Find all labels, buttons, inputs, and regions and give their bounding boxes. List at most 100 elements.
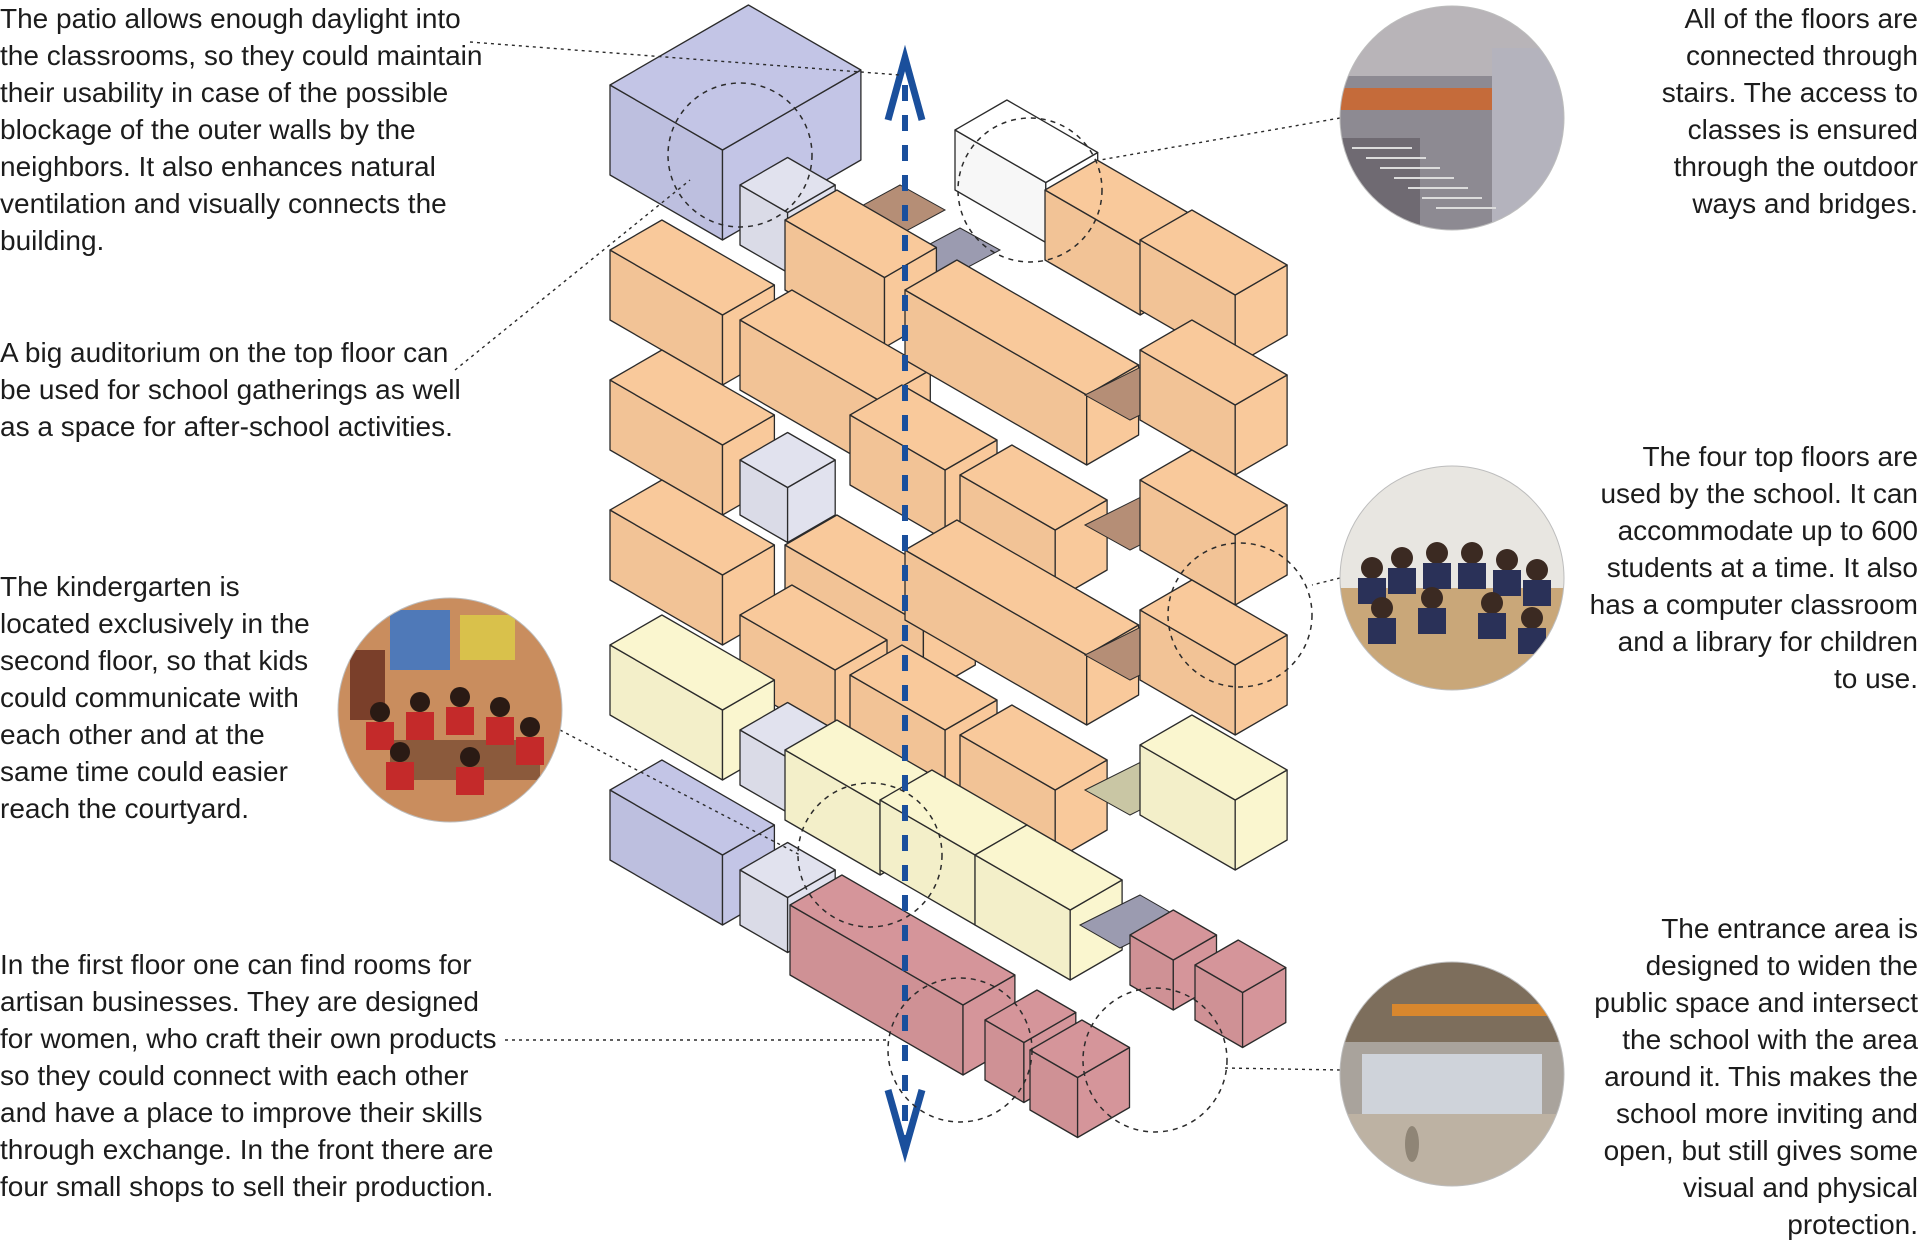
kinder-photo-child-head — [390, 742, 410, 762]
classroom-photo-uniform — [1518, 628, 1546, 654]
f3-class-6-top-face — [849, 644, 998, 731]
top-white-block-top-face — [954, 99, 1099, 184]
kinder-photo-child-head — [370, 702, 390, 722]
kinder-photo-child-head — [410, 692, 430, 712]
f4-class-4 — [1139, 449, 1288, 606]
classroom-photo-uniform — [1388, 568, 1416, 594]
f1-shop-2 — [1029, 1019, 1131, 1139]
classroom-photo-student — [1521, 607, 1543, 629]
classroom-photo-student — [1481, 592, 1503, 614]
building-blocks — [609, 4, 1288, 1139]
f5-class-3-top-face — [904, 259, 1140, 396]
entrance-photo-rim — [1339, 961, 1565, 1187]
kinder-photo-child-body — [486, 717, 514, 745]
stairs-highlight-circle — [957, 117, 1103, 263]
f3-class-4-top-face — [739, 584, 888, 671]
classroom-photo-rim — [1339, 465, 1565, 691]
classroom-photo-student — [1421, 587, 1443, 609]
entrance-photo-floor — [1340, 1114, 1564, 1186]
f1-shop-4-top-face — [1194, 939, 1287, 994]
leader-stairs — [1099, 117, 1341, 161]
note-school-floors: The four top floors are used by the scho… — [1589, 441, 1918, 694]
classroom-highlight-circle — [1167, 542, 1313, 688]
kindergarten-photo — [338, 598, 562, 822]
f2-kinder-4-top-face — [974, 824, 1123, 911]
f4-class-3-top-face — [959, 444, 1108, 531]
f2-kinder-5-top-face — [1139, 714, 1288, 801]
leader-auditorium — [454, 179, 691, 371]
classroom-photo-student — [1391, 547, 1413, 569]
classroom-photo-student — [1426, 542, 1448, 564]
f4-class-1-top-face — [609, 349, 776, 446]
entrance-highlight-circle — [1082, 987, 1228, 1133]
f5-class-4 — [1139, 319, 1288, 476]
f4-class-2-top-face — [849, 384, 998, 471]
f3-class-1 — [609, 479, 776, 646]
stairs-photo-rim — [1339, 5, 1565, 231]
classroom-photo — [1340, 466, 1564, 690]
auditorium-block-top-face — [609, 4, 862, 151]
entrance-photo-person — [1405, 1126, 1419, 1162]
classroom-photo-uniform — [1418, 608, 1446, 634]
classroom-photo-student — [1361, 557, 1383, 579]
classroom-photo-student — [1496, 549, 1518, 571]
f3-class-1-top-face — [609, 479, 776, 576]
leader-classroom — [1311, 577, 1341, 586]
f1-shop-2-top-face — [1029, 1019, 1131, 1079]
kinder-photo-child-body — [366, 722, 394, 750]
f1-block-1-top-face — [609, 759, 776, 856]
patio-highlight-circle — [667, 82, 813, 228]
f2-kinder-5 — [1139, 714, 1288, 871]
classroom-photo-uniform — [1368, 618, 1396, 644]
entrance-photo-balcony — [1392, 1004, 1564, 1016]
entrance-photo — [1340, 962, 1564, 1186]
f1-stair-top-face — [739, 841, 836, 899]
f2-kinder-4 — [974, 824, 1123, 981]
stairs-photo-wall — [1492, 48, 1564, 230]
overlays — [337, 5, 1565, 1187]
f5-class-1-top-face — [609, 219, 776, 316]
f4-stair-top-face — [739, 431, 836, 489]
entrance-photo-gate — [1362, 1054, 1542, 1114]
note-auditorium: A big auditorium on the top floor can be… — [0, 337, 461, 442]
kinder-photo-poster-2 — [460, 615, 515, 660]
classroom-photo-student — [1461, 542, 1483, 564]
classroom-photo-student — [1526, 559, 1548, 581]
note-entrance: The entrance area is designed to widen t… — [1594, 913, 1918, 1240]
entrance-photo-upper — [1340, 962, 1564, 1042]
classroom-photo-uniform — [1478, 613, 1506, 639]
leader-entrance — [1224, 1067, 1341, 1071]
kinder-photo-child-body — [516, 737, 544, 765]
f3-class-7-top-face — [959, 704, 1108, 791]
kinder-photo-child-body — [386, 762, 414, 790]
f1-shop-4 — [1194, 939, 1287, 1049]
f4-class-4-top-face — [1139, 449, 1288, 536]
stairs-photo-stair — [1340, 138, 1420, 230]
note-floors-connected: All of the floors are connected through … — [1661, 3, 1918, 219]
kinder-photo-child-body — [406, 712, 434, 740]
top-class-block-3-top-face — [1139, 209, 1288, 296]
kinder-photo-child-head — [460, 747, 480, 767]
note-kindergarten: The kindergarten is located exclusively … — [0, 571, 310, 824]
classroom-photo-uniform — [1423, 563, 1451, 589]
arrow-down-icon — [884, 1089, 926, 1163]
kinder-photo-poster-1 — [390, 610, 450, 670]
artisan-highlight-circle — [887, 977, 1033, 1123]
arrow-up-icon — [884, 44, 926, 121]
f1-shop-3-top-face — [1129, 909, 1218, 961]
kinder-photo-child-head — [450, 687, 470, 707]
kinder-photo-child-head — [520, 717, 540, 737]
note-first-floor: In the first floor one can find rooms fo… — [0, 949, 497, 1202]
classroom-photo-uniform — [1493, 570, 1521, 596]
classroom-photo-uniform — [1523, 580, 1551, 606]
kinder-highlight-circle — [797, 782, 943, 928]
stairs-photo — [1340, 6, 1564, 230]
classroom-photo-student — [1371, 597, 1393, 619]
f1-shop-1-top-face — [984, 989, 1077, 1044]
f2-kinder-1-top-face — [609, 614, 776, 711]
kindergarten-photo-rim — [337, 597, 563, 823]
kinder-photo-child-head — [490, 697, 510, 717]
top-class-block-1-top-face — [784, 189, 938, 279]
f4-stair — [739, 431, 836, 544]
kinder-photo-child-body — [446, 707, 474, 735]
